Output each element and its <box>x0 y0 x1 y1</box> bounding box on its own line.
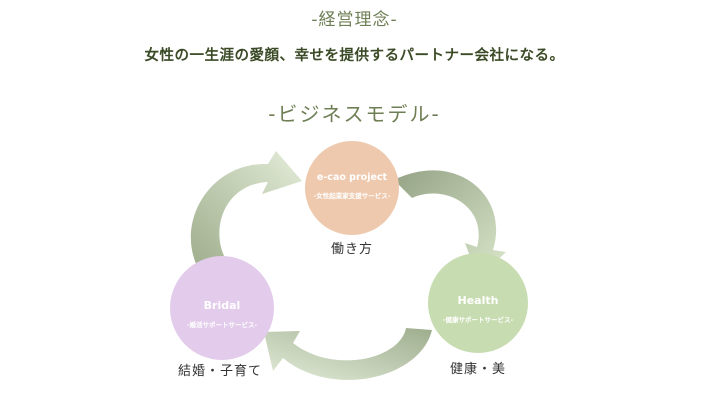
philosophy-heading: -経営理念- <box>311 10 398 30</box>
ecao-node-title: e-cao project <box>316 172 388 183</box>
health-node-caption: 健康・美 <box>449 362 506 377</box>
ecao-node-circle <box>305 141 399 235</box>
mission-statement: 女性の一生涯の愛顔、幸せを提供するパートナー会社になる。 <box>144 48 565 64</box>
bridal-node-title: Bridal <box>203 299 241 312</box>
bridal-node-circle <box>170 256 274 360</box>
bridal-node-subtitle: -婚活サポートサービス- <box>186 321 258 329</box>
ecao-node-subtitle: -女性起業家支援サービス- <box>313 192 391 200</box>
arrow-bridal-to-ecao <box>190 151 302 268</box>
arrow-ecao-to-health <box>394 170 506 278</box>
bridal-node-caption: 結婚・子育て <box>177 364 262 379</box>
health-node-title: Health <box>457 294 499 307</box>
health-node-subtitle: -健康サポートサービス- <box>442 316 514 324</box>
arrow-health-to-bridal <box>264 328 432 380</box>
business-model-heading: -ビジネスモデル- <box>268 102 441 126</box>
ecao-node-caption: 働き方 <box>330 242 373 257</box>
health-node-circle <box>428 253 528 353</box>
